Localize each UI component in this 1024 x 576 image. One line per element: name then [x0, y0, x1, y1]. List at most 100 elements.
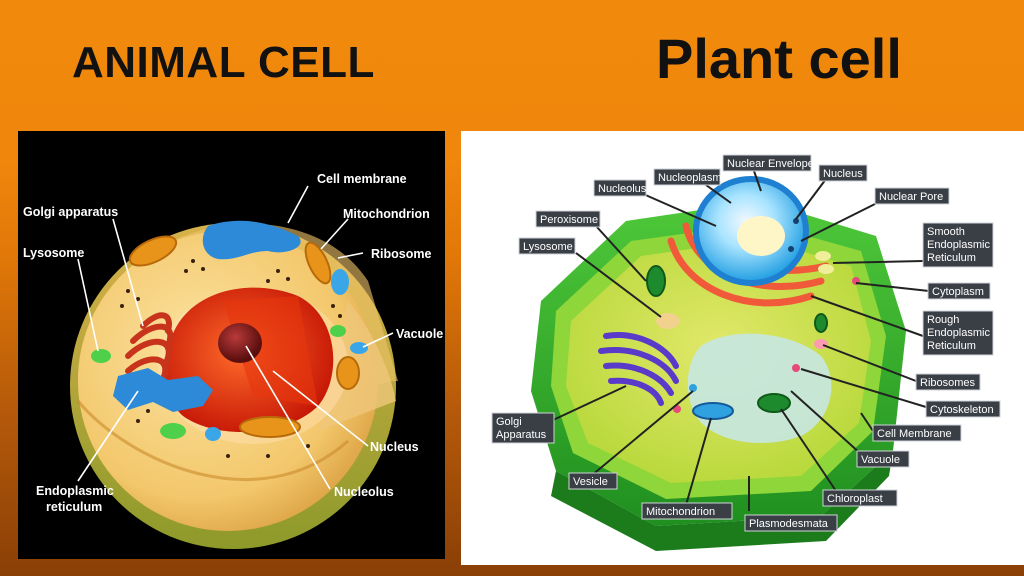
- leader-golgi: [550, 385, 627, 422]
- label-mitochondrion: Mitochondrion: [343, 207, 430, 221]
- plant-label-nuclear-pore: Nuclear Pore: [874, 187, 950, 205]
- plant-label-cytoskeleton: Cytoskeleton: [925, 400, 1001, 418]
- svg-text:Endoplasmic: Endoplasmic: [927, 239, 990, 251]
- plant-cell-title: Plant cell: [656, 27, 902, 90]
- svg-text:Nucleolus: Nucleolus: [598, 183, 647, 195]
- plant-vesicle: [689, 384, 697, 392]
- animal-cell-diagram: Cell membrane Golgi apparatus Mitochondr…: [23, 172, 443, 549]
- leader-rough-er: [810, 295, 924, 337]
- animal-nucleolus: [218, 323, 262, 363]
- svg-text:Vesicle: Vesicle: [573, 476, 608, 488]
- plant-label-lysosome: Lysosome: [518, 237, 576, 255]
- svg-text:Ribosomes: Ribosomes: [920, 377, 976, 389]
- leader-vacuole: [362, 332, 394, 348]
- label-golgi-apparatus: Golgi apparatus: [23, 205, 118, 219]
- plant-label-mitochondrion: Mitochondrion: [641, 502, 733, 520]
- svg-text:Nucleoplasm: Nucleoplasm: [658, 172, 722, 184]
- leader-cell-membrane: [860, 412, 874, 432]
- plant-label-vacuole: Vacuole: [856, 450, 910, 468]
- svg-text:Mitochondrion: Mitochondrion: [646, 506, 715, 518]
- leader-nuclear-envelope: [753, 170, 762, 192]
- leader-mitochondrion: [685, 417, 712, 506]
- leader-peroxisome: [595, 225, 647, 282]
- svg-text:Cytoskeleton: Cytoskeleton: [930, 404, 994, 416]
- plant-label-cytoplasm: Cytoplasm: [927, 282, 991, 300]
- leader-nucleolus: [245, 345, 331, 490]
- label-nucleus: Nucleus: [370, 440, 419, 454]
- leader-cytoplasm: [855, 282, 930, 292]
- animal-vacuole-small: [331, 269, 349, 295]
- leader-lysosome: [575, 252, 662, 318]
- animal-lysosome: [91, 349, 111, 363]
- leader-er: [77, 390, 139, 482]
- label-nucleolus: Nucleolus: [334, 485, 394, 499]
- animal-endoplasmic-reticulum: [113, 220, 301, 412]
- plant-label-ribosomes: Ribosomes: [915, 373, 981, 391]
- leader-chloroplast: [780, 408, 837, 492]
- animal-cell-title: ANIMAL CELL: [72, 38, 375, 87]
- leader-golgi: [112, 218, 144, 327]
- leader-mitochondrion: [320, 218, 349, 250]
- plant-label-nucleoplasm: Nucleoplasm: [653, 168, 722, 186]
- plant-label-golgi: Golgi Apparatus: [491, 412, 555, 444]
- plant-lysosome: [656, 313, 680, 329]
- svg-text:Nuclear Pore: Nuclear Pore: [879, 191, 943, 203]
- plant-label-cell-membrane: Cell Membrane: [872, 424, 962, 442]
- plant-nucleus: [693, 176, 809, 286]
- plant-chloroplasts: [646, 265, 828, 413]
- plant-label-chloroplast: Chloroplast: [822, 489, 898, 507]
- plant-mitochondrion: [692, 402, 734, 420]
- leader-vesicle: [590, 390, 694, 477]
- svg-text:Reticulum: Reticulum: [927, 252, 976, 264]
- label-er-line2: reticulum: [46, 500, 102, 514]
- svg-text:Peroxisome: Peroxisome: [540, 214, 598, 226]
- animal-lysosome-3: [330, 325, 346, 337]
- label-cell-membrane: Cell membrane: [317, 172, 407, 186]
- leader-smooth-er: [832, 260, 924, 264]
- label-ribosome: Ribosome: [371, 247, 431, 261]
- svg-text:Golgi: Golgi: [496, 416, 522, 428]
- svg-text:Plasmodesmata: Plasmodesmata: [749, 518, 829, 530]
- plant-nucleolus: [737, 216, 785, 256]
- leader-cytoskeleton: [800, 368, 927, 408]
- plant-smooth-er: [815, 251, 834, 274]
- animal-golgi-apparatus: [125, 312, 174, 382]
- svg-text:Nucleus: Nucleus: [823, 168, 863, 180]
- plant-label-nuclear-envelope: Nuclear Envelope: [722, 154, 814, 172]
- plant-label-vesicle: Vesicle: [568, 472, 618, 490]
- plant-label-nucleolus: Nucleolus: [593, 179, 647, 197]
- leader-lysosome: [77, 258, 99, 352]
- leader-vacuole: [790, 390, 862, 455]
- leader-nuclear-pore: [800, 200, 882, 242]
- animal-ribosomes: [120, 259, 342, 458]
- leader-nucleoplasm: [705, 184, 732, 204]
- animal-lysosome-2: [160, 423, 186, 439]
- plant-cell-panel: Nuclear Envelope Nucleus Nucleoplasm Nuc…: [461, 131, 1024, 565]
- plant-label-smooth-er: Smooth Endoplasmic Reticulum: [922, 222, 994, 268]
- svg-text:Cytoplasm: Cytoplasm: [932, 286, 984, 298]
- animal-vesicle: [205, 427, 221, 441]
- leader-nucleolus: [640, 192, 717, 227]
- leader-cell-membrane: [287, 185, 309, 224]
- svg-text:Smooth: Smooth: [927, 226, 965, 238]
- leader-nucleus: [272, 370, 369, 447]
- animal-vacuole: [350, 342, 368, 354]
- svg-text:Apparatus: Apparatus: [496, 429, 547, 441]
- svg-text:Reticulum: Reticulum: [927, 340, 976, 352]
- label-vacuole: Vacuole: [396, 327, 443, 341]
- svg-text:Nuclear Envelope: Nuclear Envelope: [727, 158, 814, 170]
- label-er-line1: Endoplasmic: [36, 484, 114, 498]
- plant-label-peroxisome: Peroxisome: [535, 210, 601, 228]
- leader-nucleus: [795, 178, 827, 220]
- plant-cell-diagram: Nuclear Envelope Nucleus Nucleoplasm Nuc…: [491, 154, 1001, 551]
- svg-text:Cell Membrane: Cell Membrane: [877, 428, 952, 440]
- svg-text:Lysosome: Lysosome: [523, 241, 573, 253]
- svg-text:Chloroplast: Chloroplast: [827, 493, 883, 505]
- plant-label-rough-er: Rough Endoplasmic Reticulum: [922, 310, 994, 356]
- leader-ribosome: [337, 252, 364, 259]
- plant-label-plasmodesmata: Plasmodesmata: [744, 514, 838, 532]
- svg-text:Endoplasmic: Endoplasmic: [927, 327, 990, 339]
- animal-mitochondria: [128, 235, 360, 438]
- leader-ribosomes: [822, 344, 917, 382]
- label-lysosome: Lysosome: [23, 246, 84, 260]
